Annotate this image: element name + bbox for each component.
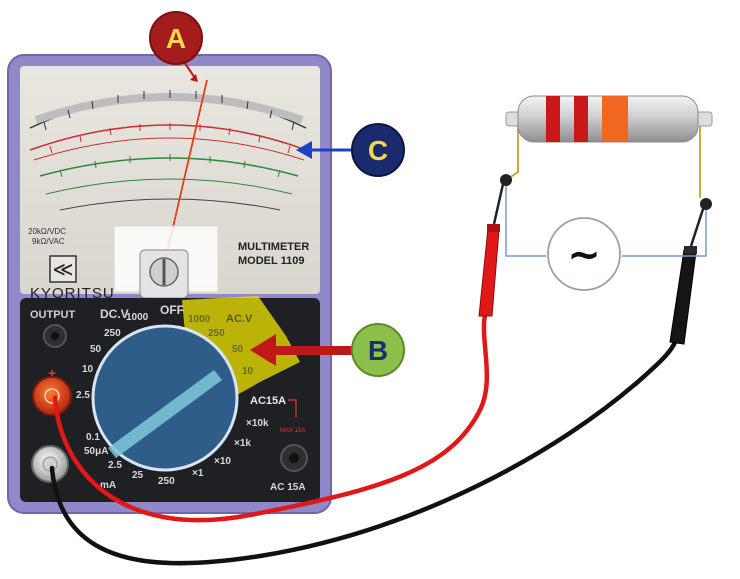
dial-label: 10 (82, 364, 94, 375)
red-test-lead (52, 312, 490, 523)
dial-label: 10 (242, 366, 254, 377)
resistor-band-2 (574, 96, 588, 142)
callout-a-badge (149, 11, 203, 65)
resistor-band-1 (546, 96, 560, 142)
sensitivity-dc: 20kΩ/VDC (28, 227, 66, 236)
callout-b-arrow-shaft (272, 346, 354, 355)
probe-contact-right (700, 198, 712, 210)
dial-label: 50 (232, 344, 244, 355)
callout-b: B (250, 323, 405, 377)
range-off-label: OFF (160, 303, 184, 317)
brand-name: KYORITSU (30, 285, 115, 302)
resistor-circuit: ~ (500, 95, 713, 291)
dial-scale-labels: 1000 250 50 10 2.5 0.1 50μA 2.5 25 250 m… (76, 312, 269, 491)
resistor-wire-left (505, 118, 519, 181)
dial-label: ×1k (234, 438, 251, 449)
dial-label: 50μA (84, 446, 108, 457)
positive-terminal[interactable] (32, 376, 72, 416)
meter-face (20, 66, 320, 294)
ac15a-jack-label: AC 15A (270, 482, 306, 493)
callout-c-label: C (368, 135, 388, 166)
ac-source-circle (547, 217, 621, 291)
black-probe[interactable] (669, 205, 706, 345)
output-label: OUTPUT (30, 309, 76, 321)
dial-label: mA (100, 480, 116, 491)
dial-label: 0.1 (86, 432, 100, 443)
callout-c: C (296, 123, 405, 177)
meter-scale (29, 93, 307, 211)
probe-contact-left (500, 174, 512, 186)
max15a-label: MAX 15A (280, 428, 305, 434)
dial-label: 250 (208, 328, 225, 339)
ac15a-label: AC15A (250, 395, 286, 407)
range-acv-label: AC.V (226, 313, 253, 325)
resistor (505, 95, 713, 143)
callout-a-label: A (166, 23, 186, 54)
source-wire-left (505, 180, 546, 257)
source-wire-right (622, 204, 707, 257)
acv-range-highlight (182, 296, 300, 400)
dial-pointer-bar (108, 370, 222, 458)
red-probe[interactable] (478, 183, 505, 317)
brand-logo (49, 255, 77, 283)
dial-label: 2.5 (76, 390, 90, 401)
dial-label: 25 (132, 470, 144, 481)
scale-ticks-green (59, 154, 281, 178)
callout-a: A (149, 11, 203, 82)
brand-logo-glyph: ≪ (53, 257, 74, 281)
dial-label: 250 (158, 476, 175, 487)
model-line-2: MODEL 1109 (238, 255, 304, 267)
scale-ticks (43, 90, 295, 131)
dial-label: 1000 (188, 314, 211, 325)
dial-label: 50 (90, 344, 102, 355)
dial-label: 250 (104, 328, 121, 339)
ac15a-arrow (288, 399, 297, 418)
callout-b-label: B (368, 335, 388, 366)
dial-label: 2.5 (108, 460, 122, 471)
dial-label: ×1 (192, 468, 204, 479)
dial-label: ×10k (246, 418, 269, 429)
black-test-lead (49, 337, 679, 566)
callout-b-badge (351, 323, 405, 377)
callout-c-arrow-head (296, 141, 312, 159)
dial-label: ×10 (214, 456, 231, 467)
dial-label: 1000 (126, 312, 149, 323)
multimeter: ≪ KYORITSU MULTIMETER MODEL 1109 20kΩ/VD… (7, 54, 332, 514)
resistor-band-3 (602, 96, 628, 142)
callout-c-badge (351, 123, 405, 177)
callout-b-arrow-head (250, 334, 276, 366)
scale-ticks-red (49, 123, 291, 154)
ac-source-symbol: ~ (567, 232, 601, 278)
plus-sign: + (48, 365, 56, 381)
range-dcv-label: DC.V (100, 307, 129, 321)
model-line-1: MULTIMETER (238, 241, 309, 253)
sensitivity-ac: 9kΩ/VAC (32, 237, 65, 246)
